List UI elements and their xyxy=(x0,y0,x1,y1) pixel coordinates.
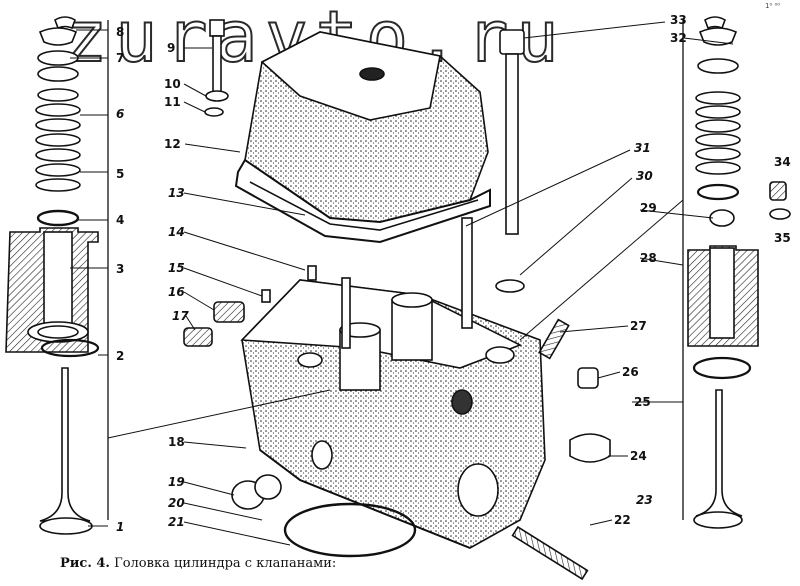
callout-4: 4 xyxy=(116,213,124,227)
figure-caption: Рис. 4. Головка цилиндра с клапанами: xyxy=(60,556,336,571)
callout-5: 5 xyxy=(116,167,124,181)
callout-25: 25 xyxy=(634,395,651,409)
plug-16 xyxy=(213,301,245,323)
callout-30: 30 xyxy=(636,169,653,183)
callout-33: 33 xyxy=(670,13,687,27)
callout-14: 14 xyxy=(168,225,185,239)
callout-27: 27 xyxy=(630,319,647,333)
callout-22: 22 xyxy=(614,513,631,527)
callout-32: 32 xyxy=(670,31,687,45)
callout-1: 1 xyxy=(116,520,124,534)
figure-label: Рис. 4. xyxy=(60,556,110,571)
callout-24: 24 xyxy=(630,449,647,463)
callout-31: 31 xyxy=(634,141,651,155)
left-valve-stack xyxy=(5,16,109,535)
callout-3: 3 xyxy=(116,262,124,276)
callout-11: 11 xyxy=(164,95,181,109)
callout-8: 8 xyxy=(116,25,124,39)
cylinder-head xyxy=(240,217,546,549)
callout-29: 29 xyxy=(640,201,657,215)
pin-14 xyxy=(307,265,317,281)
callout-12: 12 xyxy=(164,137,181,151)
callout-18: 18 xyxy=(168,435,185,449)
callout-34: 34 xyxy=(774,155,791,169)
plug-17 xyxy=(183,327,213,347)
callout-15: 15 xyxy=(168,261,185,275)
ring-24 xyxy=(569,433,611,463)
callout-7: 7 xyxy=(116,51,124,65)
pin-15 xyxy=(261,289,271,303)
figure-title: Головка цилиндра с клапанами: xyxy=(114,556,337,571)
stud-22 xyxy=(511,525,589,581)
long-bolt-33 xyxy=(495,29,525,293)
corner-mark: 1⁰ ⁰⁰ xyxy=(765,2,781,10)
callout-19: 19 xyxy=(168,475,185,489)
callout-9: 9 xyxy=(167,41,175,55)
stud-27 xyxy=(538,318,570,360)
callout-17: 17 xyxy=(172,309,189,323)
callout-26: 26 xyxy=(622,365,639,379)
callout-2: 2 xyxy=(116,349,124,363)
callout-6: 6 xyxy=(116,107,124,121)
callout-16: 16 xyxy=(168,285,185,299)
gasket-21 xyxy=(283,502,417,558)
bolt-9 xyxy=(204,19,229,117)
callout-21: 21 xyxy=(168,515,185,529)
callout-10: 10 xyxy=(164,77,181,91)
callout-20: 20 xyxy=(168,496,185,510)
plug-26 xyxy=(577,367,599,389)
callout-28: 28 xyxy=(640,251,657,265)
callout-13: 13 xyxy=(168,186,185,200)
callout-35: 35 xyxy=(774,231,791,245)
valve-cover xyxy=(234,31,491,244)
right-valve-stack xyxy=(682,16,791,529)
callout-23: 23 xyxy=(636,493,653,507)
